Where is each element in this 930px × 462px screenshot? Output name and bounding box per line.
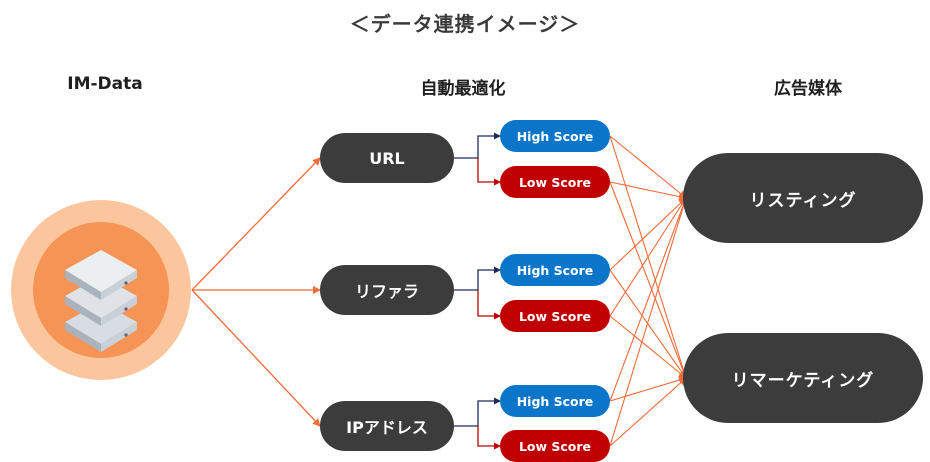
low-score-node-referrer: Low Score [500, 300, 610, 332]
server-stack-icon [11, 200, 191, 380]
column-heading-source: IM-Data [67, 74, 143, 94]
low-score-node-url: Low Score [500, 166, 610, 198]
column-heading-optimization: 自動最適化 [420, 79, 506, 99]
low-score-node-ip-address: Low Score [500, 430, 610, 462]
category-node-url: URL [320, 133, 454, 183]
high-score-node-url: High Score [500, 120, 610, 152]
high-score-node-referrer: High Score [500, 254, 610, 286]
media-node-remarketing: リマーケティング [683, 333, 923, 423]
high-score-node-ip-address: High Score [500, 385, 610, 417]
diagram-title: ＜データ連携イメージ＞ [349, 12, 581, 36]
column-heading-media: 広告媒体 [774, 79, 842, 99]
media-node-listing: リスティング [683, 153, 923, 243]
category-node-referrer: リファラ [320, 265, 454, 315]
category-node-ip-address: IPアドレス [320, 401, 454, 451]
